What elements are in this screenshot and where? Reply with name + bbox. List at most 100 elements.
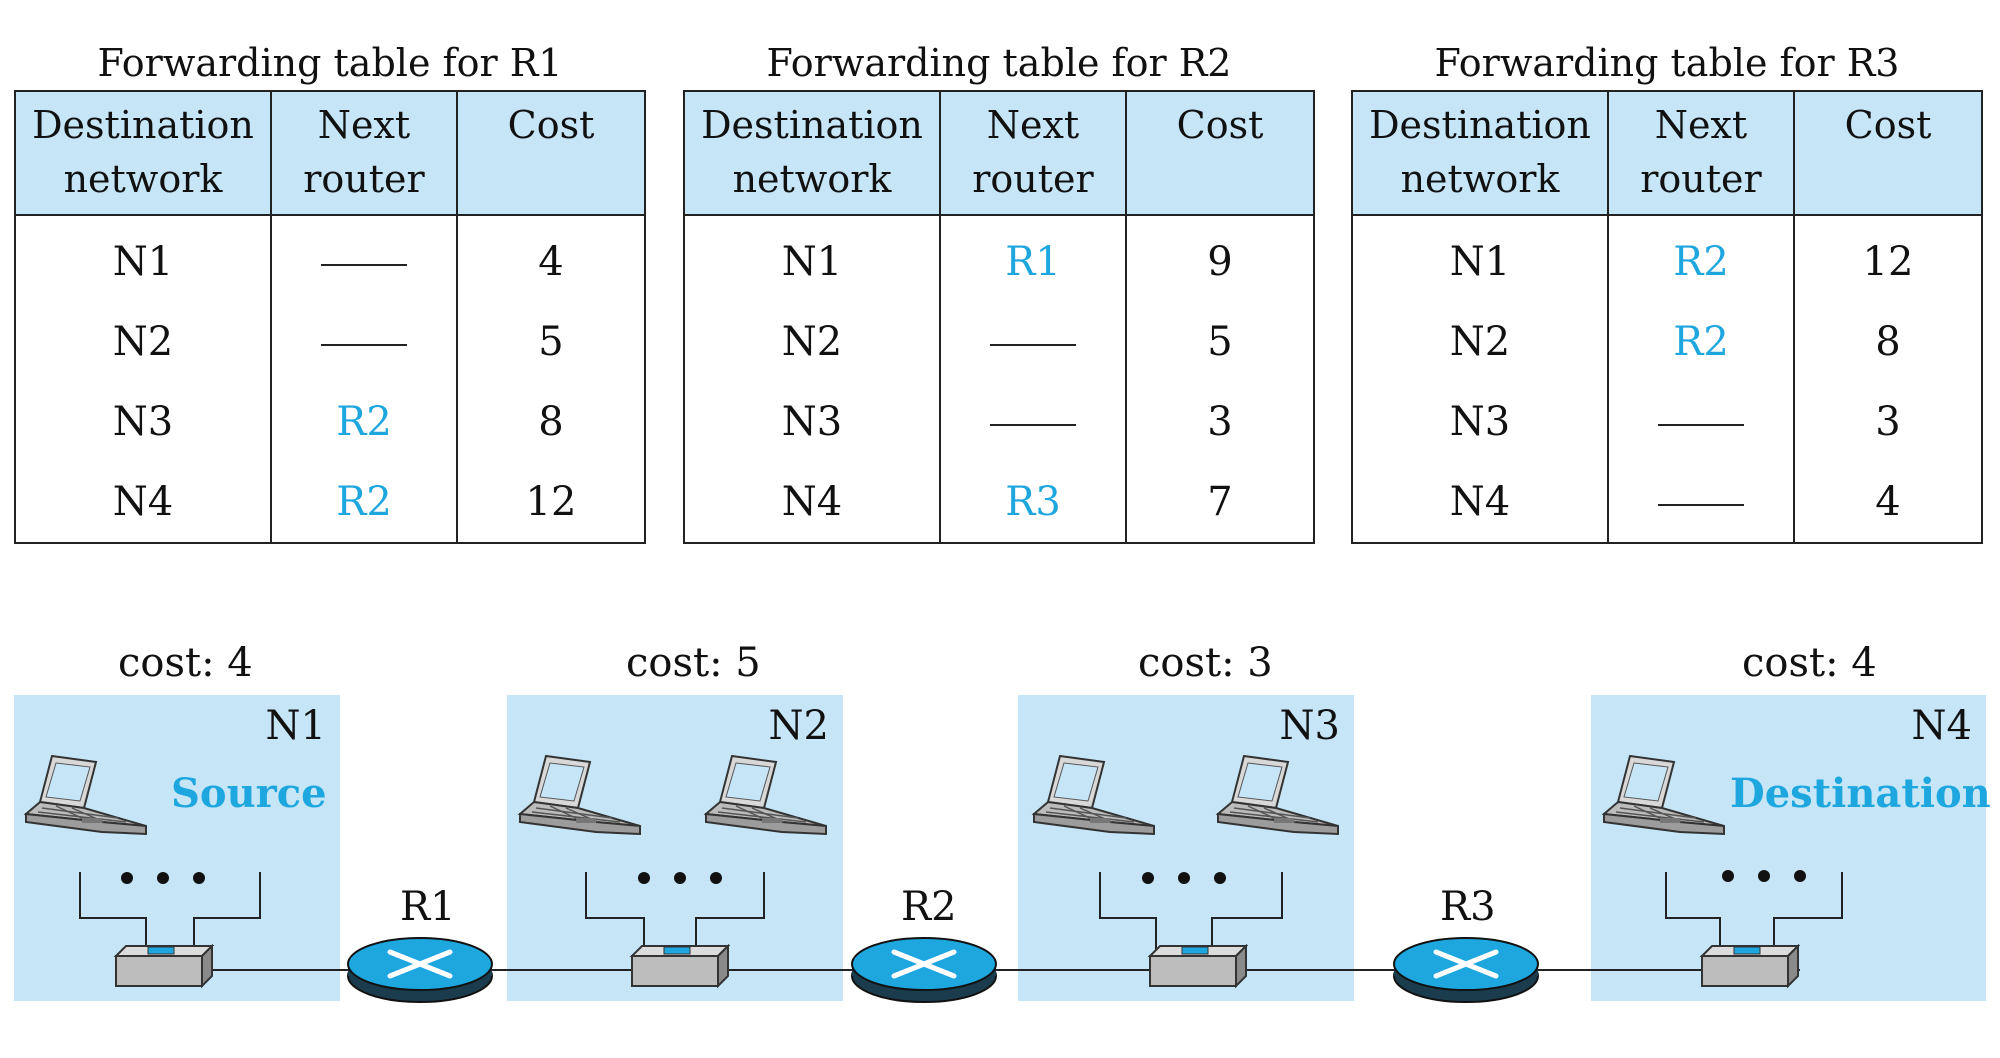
dest-cell: N3	[14, 382, 272, 462]
next-router-cell: R2	[1607, 302, 1795, 382]
next-router-cell	[270, 302, 458, 382]
header-cost: Cost	[456, 90, 646, 216]
table-row: N4 4	[1351, 462, 1983, 543]
header-cost: Cost	[1125, 90, 1315, 216]
network-name: N4	[1911, 703, 1972, 749]
dest-cell: N3	[683, 382, 941, 462]
forwarding-table-r3: Forwarding table for R3 Destination netw…	[1351, 40, 1983, 544]
table: Destination network Next router Cost N1 …	[1351, 90, 1983, 544]
table-row: N2 5	[14, 302, 646, 382]
dest-cell: N2	[14, 302, 272, 382]
cost-label-n4: cost: 4	[1742, 640, 1877, 686]
direct-dash	[321, 344, 407, 346]
table-row: N1 R2 12	[1351, 215, 1983, 302]
cost-label-n2: cost: 5	[626, 640, 761, 686]
table-row: N3 3	[1351, 382, 1983, 462]
cost-label-n3: cost: 3	[1138, 640, 1273, 686]
n1-hosts	[25, 755, 261, 987]
table-row: N1 4	[14, 215, 646, 302]
header-destination: Destination network	[1351, 90, 1609, 216]
cost-cell: 12	[456, 462, 646, 543]
table-row: N4 R2 12	[14, 462, 646, 543]
switch-icon	[1701, 945, 1799, 987]
laptop-icon	[25, 755, 147, 835]
cost-label-n1: cost: 4	[118, 640, 253, 686]
laptop-icon	[705, 755, 827, 835]
cost-cell: 8	[456, 382, 646, 462]
dest-cell: N2	[683, 302, 941, 382]
cost-cell: 9	[1125, 215, 1315, 302]
table-title: Forwarding table for R3	[1434, 41, 1900, 85]
table-title: Forwarding table for R2	[766, 41, 1232, 85]
router-r3-icon	[1394, 938, 1538, 1002]
destination-label: Destination	[1730, 770, 1991, 817]
dest-cell: N1	[1351, 215, 1609, 302]
next-router-cell: R2	[1607, 215, 1795, 302]
next-router-cell	[1607, 382, 1795, 462]
table-row: N2 5	[683, 302, 1315, 382]
header-next-router: Next router	[270, 90, 458, 216]
switch-icon	[631, 945, 729, 987]
next-router-cell	[1607, 462, 1795, 543]
router-r1-icon	[348, 938, 492, 1002]
table-title: Forwarding table for R1	[97, 41, 563, 85]
cost-cell: 12	[1793, 215, 1983, 302]
network-name: N3	[1279, 703, 1340, 749]
next-router-cell: R3	[939, 462, 1127, 543]
forwarding-table-r1: Forwarding table for R1 Destination netw…	[14, 40, 646, 544]
cost-cell: 5	[456, 302, 646, 382]
dest-cell: N2	[1351, 302, 1609, 382]
laptop-icon	[1603, 755, 1725, 835]
direct-dash	[1658, 424, 1744, 426]
next-router-cell	[270, 215, 458, 302]
dest-cell: N4	[14, 462, 272, 543]
ellipsis-icon	[638, 872, 722, 884]
direct-dash	[990, 344, 1076, 346]
dest-cell: N4	[1351, 462, 1609, 543]
dest-cell: N1	[14, 215, 272, 302]
cost-cell: 4	[456, 215, 646, 302]
cost-cell: 3	[1793, 382, 1983, 462]
ellipsis-icon	[1142, 872, 1226, 884]
cost-cell: 7	[1125, 462, 1315, 543]
source-label: Source	[171, 770, 327, 817]
dest-cell: N1	[683, 215, 941, 302]
next-router-cell: R2	[270, 382, 458, 462]
network-name: N2	[768, 703, 829, 749]
table-row: N4 R3 7	[683, 462, 1315, 543]
cost-cell: 5	[1125, 302, 1315, 382]
next-router-cell: R2	[270, 462, 458, 543]
router-label-r3: R3	[1440, 884, 1496, 930]
cost-cell: 4	[1793, 462, 1983, 543]
switch-icon	[115, 945, 213, 987]
next-router-cell: R1	[939, 215, 1127, 302]
n2-hosts	[519, 755, 827, 987]
laptop-icon	[1033, 755, 1155, 835]
ellipsis-icon	[1722, 870, 1806, 882]
n4-hosts	[1603, 755, 1843, 987]
router-r2-icon	[852, 938, 996, 1002]
header-cost: Cost	[1793, 90, 1983, 216]
router-label-r1: R1	[400, 884, 456, 930]
direct-dash	[321, 264, 407, 266]
header-next-router: Next router	[939, 90, 1127, 216]
network-n3: N3	[1018, 695, 1354, 1001]
dest-cell: N4	[683, 462, 941, 543]
cost-cell: 3	[1125, 382, 1315, 462]
table-row: N3 R2 8	[14, 382, 646, 462]
switch-icon	[1149, 945, 1247, 987]
laptop-icon	[1217, 755, 1339, 835]
header-destination: Destination network	[14, 90, 272, 216]
laptop-icon	[519, 755, 641, 835]
table: Destination network Next router Cost N1 …	[14, 90, 646, 544]
header-destination: Destination network	[683, 90, 941, 216]
header-next-router: Next router	[1607, 90, 1795, 216]
forwarding-table-r2: Forwarding table for R2 Destination netw…	[683, 40, 1315, 544]
next-router-cell	[939, 302, 1127, 382]
ellipsis-icon	[121, 872, 205, 884]
next-router-cell	[939, 382, 1127, 462]
table-row: N1 R1 9	[683, 215, 1315, 302]
cost-cell: 8	[1793, 302, 1983, 382]
direct-dash	[990, 424, 1076, 426]
